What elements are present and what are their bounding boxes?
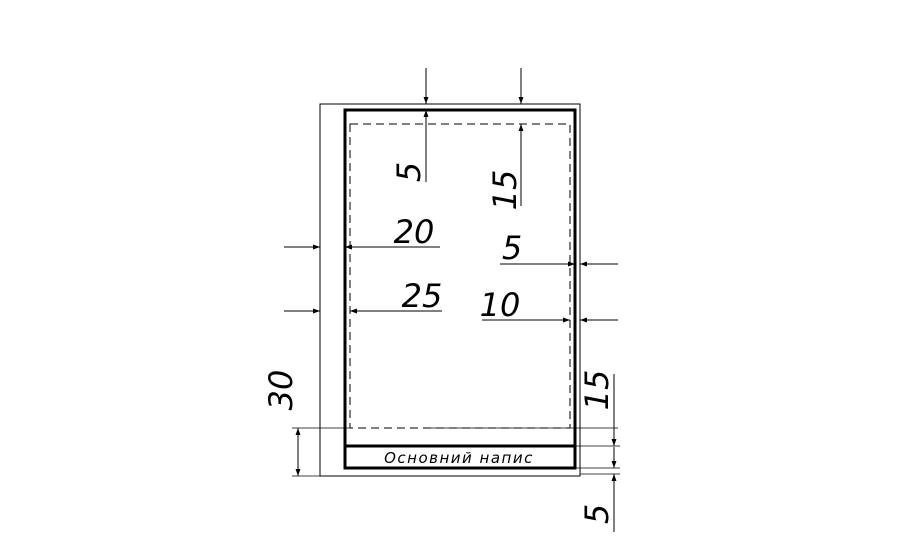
dim-top-outer: 15 — [486, 68, 524, 210]
dim-right-inner-value: 10 — [480, 286, 521, 324]
sheet-edge — [319, 103, 581, 477]
dim-title-block-height-value: 30 — [262, 370, 300, 411]
dim-top-inner: 5 — [390, 68, 429, 182]
dim-left-frame: 20 — [284, 213, 440, 251]
title-block-label: Основний напис — [384, 449, 534, 467]
dim-top-inner-value: 5 — [390, 162, 428, 182]
drawing-frame — [343, 108, 577, 470]
dim-top-outer-value: 15 — [486, 170, 524, 211]
dim-bottom-inner: 15 — [428, 370, 620, 475]
dim-bottom-outer: 5 — [578, 474, 617, 532]
dim-right-inner: 10 — [480, 286, 618, 324]
dim-right-frame: 5 — [500, 229, 618, 267]
dim-left-frame-value: 20 — [394, 213, 435, 251]
dim-left-inner-value: 25 — [402, 277, 443, 315]
dim-bottom-outer-value: 5 — [578, 504, 616, 524]
dim-right-frame-value: 5 — [502, 229, 522, 267]
inner-dashed-border — [349, 123, 571, 429]
dim-bottom-inner-value: 15 — [578, 370, 616, 411]
dim-title-block-height: 30 — [262, 370, 350, 477]
dim-left-inner: 25 — [284, 277, 442, 315]
